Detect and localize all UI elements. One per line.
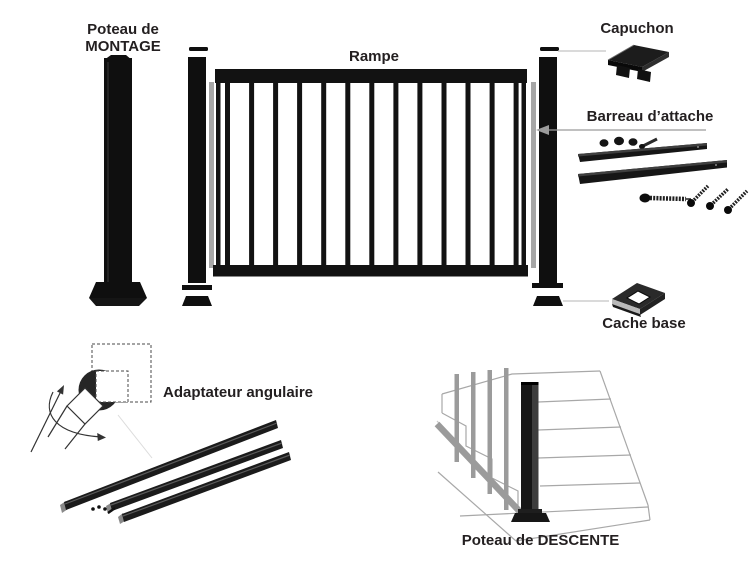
stairs-railing (434, 368, 527, 519)
left-post (188, 57, 206, 283)
connector-lines (536, 50, 706, 302)
top-rail (215, 69, 527, 83)
panel-baluster (465, 83, 471, 265)
rotation-axis-arrow (30, 386, 64, 453)
panel-baluster (441, 83, 447, 265)
base-cover-illustration (612, 283, 665, 317)
stair-rail-bar (434, 421, 527, 519)
right-attachment-bar (531, 82, 536, 268)
left-attachment-bar (209, 82, 214, 268)
panel-baluster (345, 83, 351, 265)
rotation-arc-arrow (48, 391, 102, 438)
left-post-cap (189, 47, 208, 51)
right-post-base-cover (533, 296, 563, 306)
panel-baluster (297, 83, 303, 265)
angle-rails-illustration (60, 420, 291, 524)
angle-adapter-illustration (30, 343, 153, 459)
panel-baluster (393, 83, 399, 265)
descent-post-illustration (511, 382, 550, 522)
cap-label: Capuchon (600, 20, 674, 37)
mounting-post-label-line2: MONTAGE (85, 37, 161, 55)
panel-baluster (489, 83, 495, 265)
left-post-base-cover (182, 296, 212, 306)
panel-baluster (417, 83, 423, 265)
angle-adapter-label: Adaptateur angulaire (163, 384, 314, 401)
attachment-bar-label: Barreau d’attache (586, 108, 714, 125)
descent-post-label: Poteau de DESCENTE (461, 532, 620, 549)
bottom-rail (213, 265, 528, 277)
railing-panel-illustration (213, 69, 528, 277)
panel-baluster (321, 83, 327, 265)
panel-baluster (513, 83, 519, 265)
right-post (539, 57, 557, 283)
descent-post-base (511, 513, 550, 522)
attachment-bar-illustration (578, 136, 749, 214)
right-post-cap (540, 47, 559, 51)
left-post-assembly (182, 47, 214, 306)
base-cover-label: Cache base (602, 315, 686, 332)
cap-illustration (607, 44, 669, 82)
rail-label: Rampe (348, 48, 400, 65)
mounting-post-label-line1: Poteau de (87, 21, 159, 38)
mounting-post-label: Poteau de MONTAGE (43, 21, 203, 56)
right-post-assembly (531, 47, 563, 306)
attachment-bar-arrowhead (536, 125, 549, 135)
panel-baluster (369, 83, 375, 265)
panel-balusters (225, 83, 519, 265)
panel-baluster (249, 83, 255, 265)
panel-baluster (273, 83, 279, 265)
mounting-post-illustration (89, 55, 147, 306)
panel-baluster (225, 83, 230, 265)
